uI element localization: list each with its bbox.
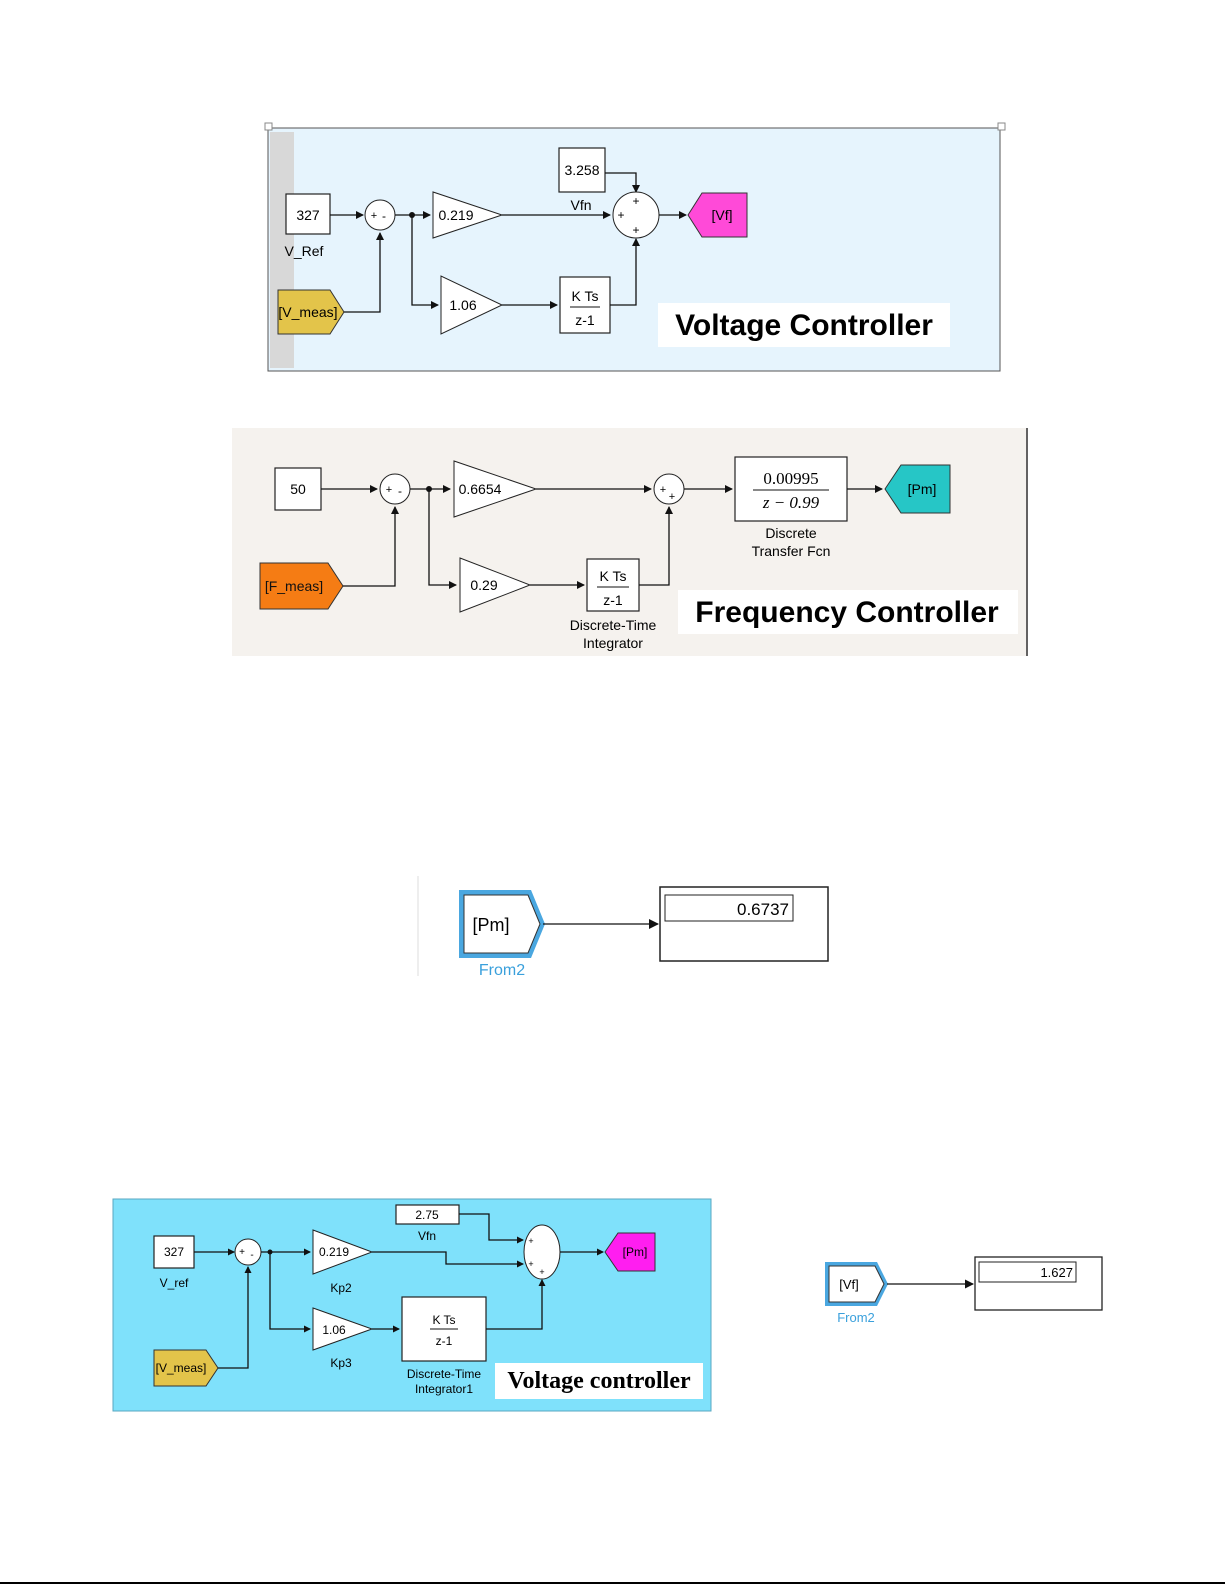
goto-block-pm[interactable] [604, 1232, 656, 1272]
display-value-box [978, 1261, 1077, 1283]
sum-sign: + [617, 208, 624, 222]
title-box [678, 590, 1018, 634]
gain-block-p[interactable] [312, 1229, 374, 1275]
from-block-vf[interactable] [828, 1265, 885, 1303]
sum-block[interactable] [364, 199, 396, 231]
gain-block-p[interactable] [453, 460, 538, 518]
tf-denominator: z − 0.99 [762, 493, 820, 512]
display-value: 0.6737 [737, 900, 789, 919]
constant-block[interactable] [274, 467, 322, 511]
from-label: From2 [479, 962, 525, 979]
gain-block-i[interactable] [459, 557, 532, 613]
sum-block[interactable] [379, 473, 411, 505]
integrator-label-2: Integrator1 [415, 1382, 473, 1396]
title-box [495, 1363, 703, 1399]
corner-handle[interactable] [997, 122, 1006, 131]
gain-i-value: 1.06 [449, 297, 476, 313]
goto-tag: [Pm] [623, 1245, 648, 1259]
gain-p-value: 0.219 [438, 207, 473, 223]
from-tag: [F_meas] [265, 578, 323, 594]
tf-label-2: Transfer Fcn [752, 543, 831, 559]
display-value-box [664, 894, 794, 922]
gain-block-i[interactable] [312, 1307, 374, 1351]
vfn-label: Vfn [570, 197, 591, 213]
gain-block-i[interactable] [440, 275, 504, 335]
tf-numerator: 0.00995 [763, 469, 818, 488]
frequency-controller-diagram: 50 + - 0.6654 + + 0.29 K Ts z-1 Discrete… [232, 428, 1028, 656]
constant-value: 50 [290, 481, 306, 497]
gain-p-label: Kp2 [330, 1281, 352, 1295]
from-block-v-meas[interactable] [277, 289, 345, 335]
sum-sign: + [239, 1247, 245, 1258]
vfn-value: 3.258 [564, 162, 599, 178]
voltage-controller-diagram: 327 V_Ref + - 0.219 1.06 K Ts z-1 3.258 … [264, 122, 1006, 372]
title-box [658, 303, 950, 347]
sum-sign: - [250, 1250, 253, 1261]
integrator-label-1: Discrete-Time [570, 617, 657, 633]
page-bottom-rule [0, 1582, 1225, 1584]
from-block-f-meas[interactable] [259, 562, 344, 610]
integrator-num: K Ts [600, 568, 627, 584]
sum-sign: + [371, 210, 377, 222]
integrator-den: z-1 [575, 312, 595, 328]
gain-i-label: Kp3 [330, 1356, 352, 1370]
from-tag: [Vf] [839, 1277, 859, 1292]
integrator-num: K Ts [572, 288, 599, 304]
sum-sign: - [398, 484, 402, 498]
sum-sign: + [632, 223, 639, 237]
goto-tag: [Vf] [711, 207, 732, 223]
sum-sign: + [632, 194, 639, 208]
from-label: From2 [837, 1310, 875, 1325]
constant-block[interactable] [285, 193, 331, 235]
display-pm-diagram: [Pm] From2 0.6737 [417, 876, 829, 979]
vfn-value: 2.75 [415, 1208, 439, 1222]
integrator-label-2: Integrator [583, 635, 643, 651]
integrator-num: K Ts [432, 1313, 455, 1327]
corner-handle[interactable] [264, 122, 273, 131]
display-value: 1.627 [1040, 1265, 1073, 1280]
tf-label-1: Discrete [765, 525, 817, 541]
vfn-label: Vfn [418, 1229, 436, 1243]
vfn-constant-block[interactable] [558, 147, 606, 193]
diagram-title: Voltage controller [507, 1368, 691, 1394]
from-block-v-meas[interactable] [153, 1349, 219, 1387]
gain-i-value: 1.06 [322, 1323, 346, 1337]
constant-label: V_ref [160, 1276, 189, 1290]
integrator-label-1: Discrete-Time [407, 1367, 482, 1381]
goto-block-vf[interactable] [687, 192, 748, 238]
constant-value: 327 [164, 1245, 184, 1259]
diagram-title: Frequency Controller [695, 596, 999, 629]
from-block-pm[interactable] [463, 894, 541, 954]
gain-p-value: 0.219 [319, 1245, 349, 1259]
goto-tag: [Pm] [908, 481, 937, 497]
sum-sign: + [539, 1267, 544, 1277]
goto-block-pm[interactable] [884, 464, 951, 514]
sum-sign: + [660, 484, 666, 496]
display-vf-diagram: [Vf] From2 1.627 [825, 1256, 1103, 1325]
from-tag: [Pm] [472, 915, 509, 935]
from-tag: [V_meas] [156, 1361, 207, 1375]
sum-sign: + [528, 1236, 533, 1246]
gain-i-value: 0.29 [470, 577, 497, 593]
gain-p-value: 0.6654 [459, 481, 502, 497]
sum-sign: + [528, 1259, 533, 1269]
from-tag: [V_meas] [278, 304, 337, 320]
constant-value: 327 [296, 207, 320, 223]
sum-sign: + [669, 491, 675, 503]
constant-block[interactable] [153, 1235, 195, 1269]
gain-block-p[interactable] [432, 191, 504, 239]
integrator-den: z-1 [603, 592, 623, 608]
diagram-title: Voltage Controller [675, 309, 933, 342]
transfer-fcn-block[interactable] [734, 456, 848, 522]
sum-sign: + [386, 484, 392, 496]
integrator-den: z-1 [436, 1334, 453, 1348]
constant-label: V_Ref [285, 243, 324, 259]
sum-sign: - [382, 209, 386, 223]
voltage-controller-diagram-2: 327 V_ref + - 0.219 Kp2 1.06 Kp3 K Ts z-… [112, 1198, 712, 1412]
